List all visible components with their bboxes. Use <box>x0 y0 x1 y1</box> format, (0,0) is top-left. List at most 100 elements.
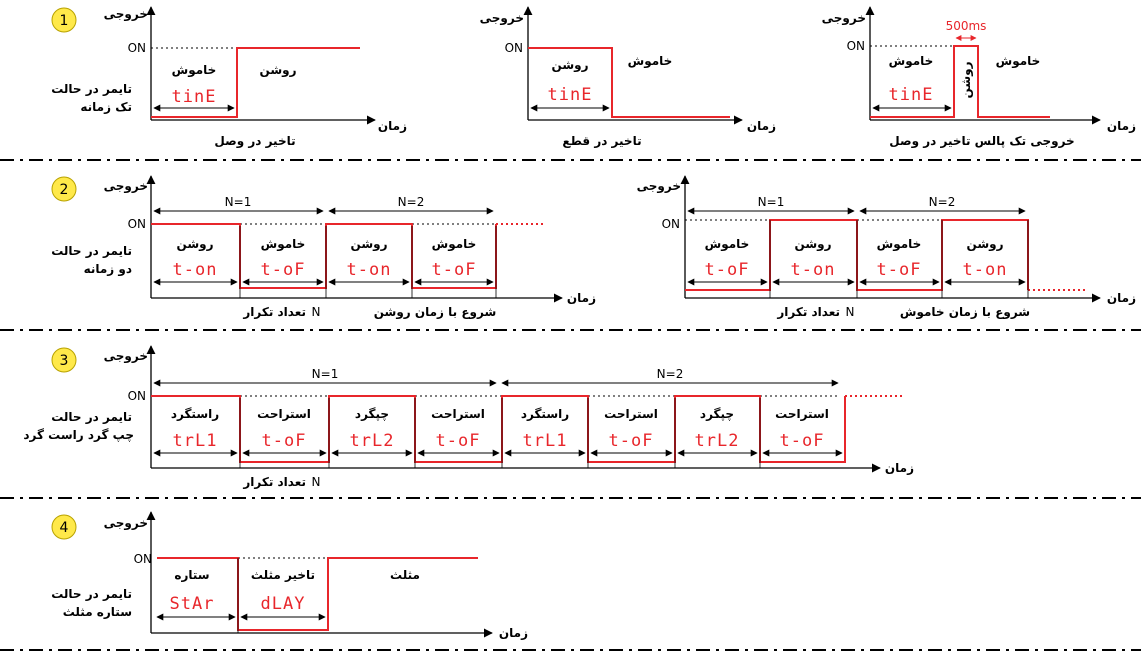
start-on-panel: خروجی زمان ON N=1 N=2 روشن خاموش روشن خا… <box>104 175 596 320</box>
timer-display: trL1 <box>173 431 218 451</box>
off-delay-panel: خروجی زمان ON روشن خاموش tinE تاخیر در ق… <box>480 6 776 148</box>
repeat-count-label: تعداد تکرار <box>242 475 306 489</box>
mode-label-line2: دو زمانه <box>84 262 132 277</box>
timer-display: StAr <box>170 594 215 614</box>
on-level-label: ON <box>662 217 680 231</box>
cycle-label: N=2 <box>929 195 956 209</box>
timer-display: t-on <box>173 260 218 280</box>
state-label: چپگرد <box>355 407 389 421</box>
row-number-badge <box>51 347 77 373</box>
state-label: استراحت <box>257 407 311 421</box>
row-number-badge <box>51 514 77 540</box>
row-number: 4 <box>60 520 69 536</box>
state-label: خاموش <box>705 237 750 252</box>
timer-display: t-oF <box>780 431 825 451</box>
row-number: 1 <box>60 13 69 29</box>
timer-display: t-oF <box>261 260 306 280</box>
panel-caption: خروجی تک پالس تاخیر در وصل <box>889 134 1074 149</box>
timer-display: t-oF <box>432 260 477 280</box>
row-number: 3 <box>60 353 69 369</box>
repeat-count-symbol: N <box>846 305 855 319</box>
row-3: 3 تایمر در حالت چپ گرد راست گرد خروجی زم… <box>23 345 914 489</box>
x-axis-label: زمان <box>885 461 914 475</box>
timer-display: t-on <box>963 260 1008 280</box>
row-number-badge <box>51 176 77 202</box>
on-level-label: ON <box>847 39 865 53</box>
state-label: مثلث <box>390 568 420 582</box>
output-signal <box>151 47 360 118</box>
timer-display: t-oF <box>609 431 654 451</box>
state-label: روشن <box>795 237 832 252</box>
timer-display: t-oF <box>436 431 481 451</box>
state-label: تاخیر مثلث <box>251 568 315 582</box>
x-axis-label: زمان <box>567 291 596 305</box>
state-label: راستگرد <box>171 407 219 421</box>
row-4: 4 تایمر در حالت ستاره مثلث خروجی زمان ON… <box>51 511 528 640</box>
state-label: خاموش <box>628 54 673 69</box>
on-level-label: ON <box>128 41 146 55</box>
cycle-label: N=2 <box>657 367 684 381</box>
timer-display: t-oF <box>705 260 750 280</box>
timer-display: dLAY <box>261 594 306 614</box>
state-label: خاموش <box>996 54 1041 69</box>
y-axis-label: خروجی <box>637 179 681 194</box>
x-axis-label: زمان <box>499 626 528 640</box>
x-axis-label: زمان <box>1107 119 1136 133</box>
output-signal <box>528 47 730 118</box>
repeat-count-label: تعداد تکرار <box>776 305 840 319</box>
row-number: 2 <box>60 182 69 198</box>
state-label: چپگرد <box>700 407 734 421</box>
state-label: روشن <box>967 237 1004 252</box>
mode-label-line1: تایمر در حالت <box>51 82 132 96</box>
y-axis-label: خروجی <box>104 349 148 364</box>
x-axis-label: زمان <box>378 119 407 133</box>
mode-label-line2: چپ گرد راست گرد <box>23 428 134 442</box>
state-label: خاموش <box>889 54 934 69</box>
state-label: خاموش <box>877 237 922 252</box>
state-label: ستاره <box>174 568 209 582</box>
cycle-label: N=1 <box>225 195 252 209</box>
timer-display: t-on <box>347 260 392 280</box>
on-level-label: ON <box>128 389 146 403</box>
panel-caption: تاخیر در قطع <box>562 134 641 148</box>
y-axis-label: خروجی <box>104 516 148 531</box>
state-label: روشن <box>351 237 388 252</box>
y-axis-label: خروجی <box>480 11 524 26</box>
repeat-count-symbol: N <box>312 305 321 319</box>
state-label: استراحت <box>775 407 829 421</box>
y-axis-label: خروجی <box>822 11 866 26</box>
panel-caption: تاخیر در وصل <box>214 134 295 149</box>
timer-display: trL2 <box>350 431 395 451</box>
pulse-width-label: 500ms <box>946 19 987 33</box>
panel-caption: شروع با زمان روشن <box>374 305 497 320</box>
on-level-label: ON <box>128 217 146 231</box>
x-axis-label: زمان <box>1107 291 1136 305</box>
state-label: راستگرد <box>521 407 569 421</box>
state-label: استراحت <box>431 407 485 421</box>
row-1: 1 تایمر در حالت تک زمانه خروجی زمان ON خ… <box>51 6 1136 149</box>
state-label: روشن <box>177 237 214 252</box>
start-off-panel: خروجی زمان ON N=1 N=2 خاموش روشن خاموش ر… <box>637 175 1136 320</box>
single-pulse-panel: خروجی زمان ON 500ms خاموش روشن خاموش tin… <box>822 6 1136 149</box>
x-axis-label: زمان <box>747 119 776 133</box>
panel-caption: شروع با زمان خاموش <box>900 305 1030 320</box>
y-axis-label: خروجی <box>104 179 148 194</box>
timer-display: t-oF <box>877 260 922 280</box>
state-label: روشن <box>260 63 297 78</box>
mode-label-line1: تایمر در حالت <box>51 410 132 424</box>
timer-display: t-on <box>791 260 836 280</box>
output-signal <box>157 557 478 631</box>
repeat-count-label: تعداد تکرار <box>242 305 306 319</box>
row-2: 2 تایمر در حالت دو زمانه خروجی زمان ON N… <box>51 175 1136 320</box>
mode-label-line2: ستاره مثلث <box>63 605 132 619</box>
y-axis-label: خروجی <box>104 7 148 22</box>
timer-display: t-oF <box>262 431 307 451</box>
state-label: خاموش <box>261 237 306 252</box>
cycle-label: N=1 <box>758 195 785 209</box>
mode-label-line2: تک زمانه <box>80 100 132 114</box>
cycle-label: N=2 <box>398 195 425 209</box>
state-label: استراحت <box>604 407 658 421</box>
on-level-label: ON <box>505 41 523 55</box>
mode-label-line1: تایمر در حالت <box>51 587 132 601</box>
